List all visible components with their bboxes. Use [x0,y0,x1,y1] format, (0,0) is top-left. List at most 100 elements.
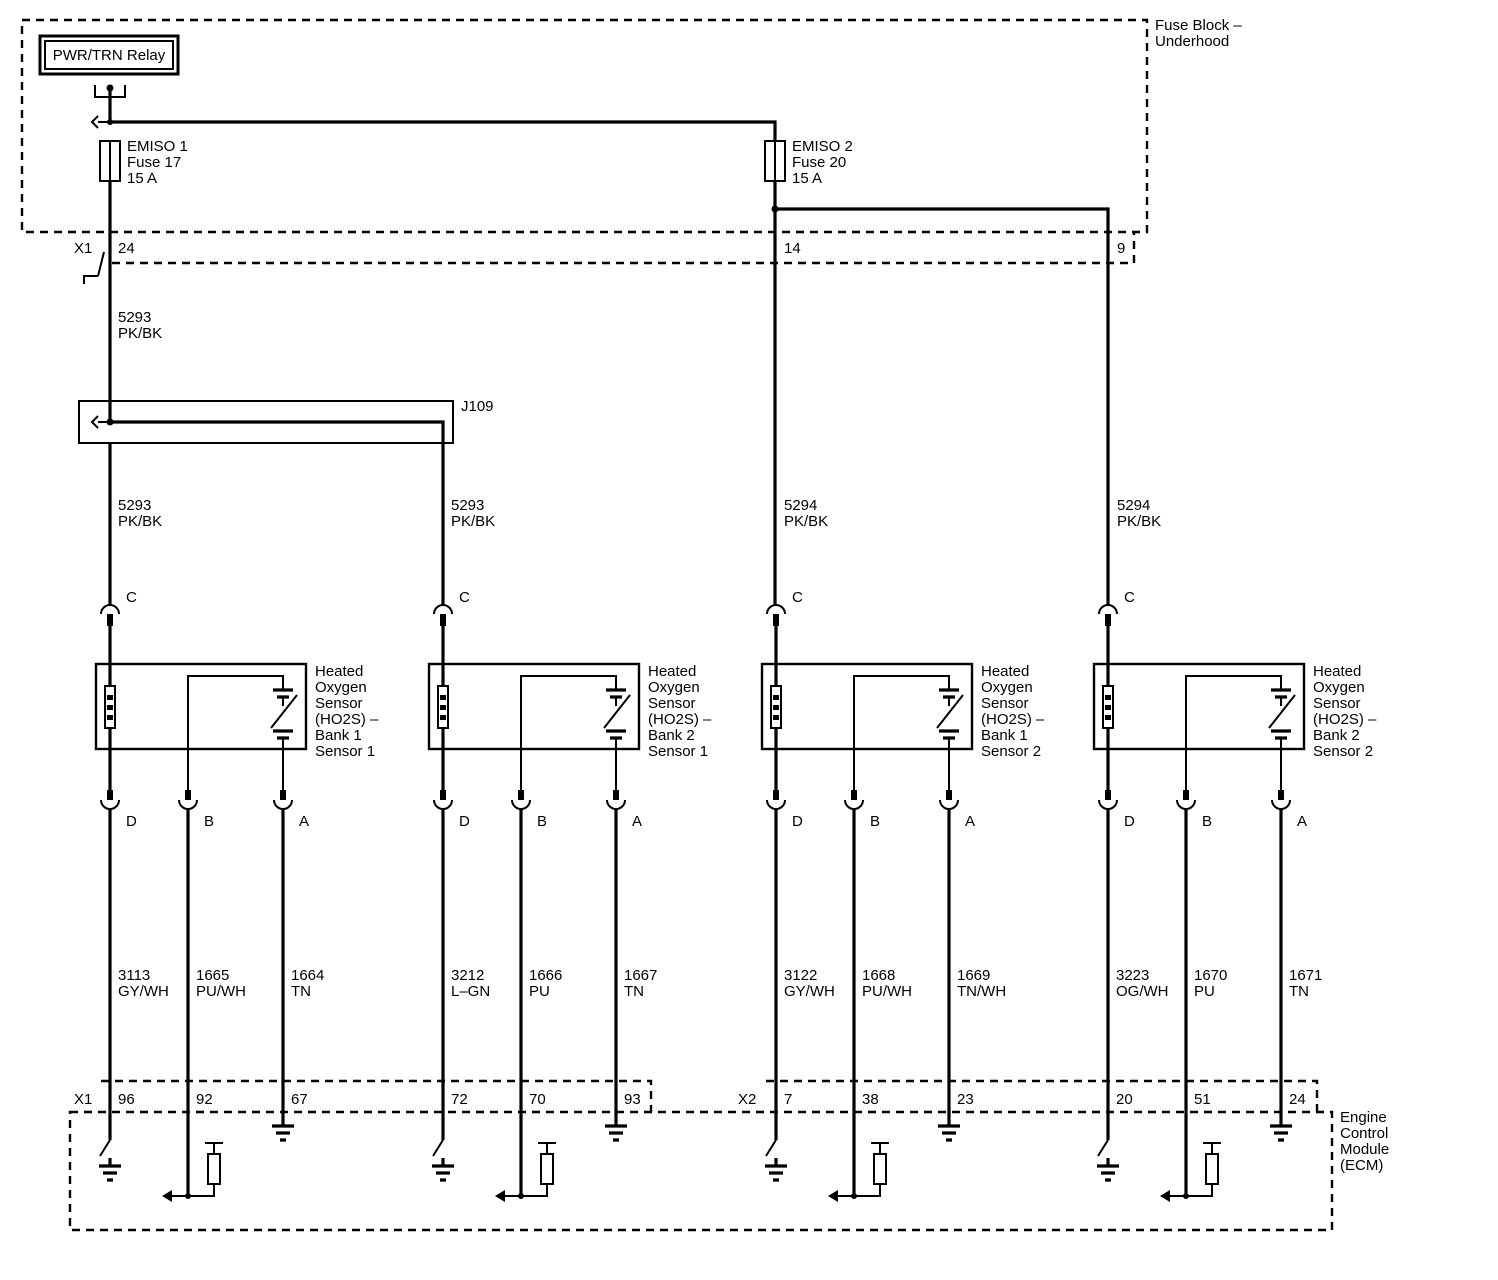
sensor-name-line: Oxygen [981,679,1033,696]
sensor-name-line: (HO2S) – [315,711,379,728]
fuse-1-line3: 15 A [127,170,157,187]
sensor-pin-label: B [1202,813,1212,830]
resistor-icon [540,1153,554,1185]
sensor-name-line: Bank 1 [981,727,1028,744]
splice-label: J109 [461,398,494,415]
feed-wire-3-circuit: 5294 [784,497,817,514]
connector-pin-icon [606,799,626,810]
wire-circuit-label: 1665 [196,967,229,984]
fuse-block-label-1: Fuse Block – [1155,17,1242,34]
sensor-pin-c-label: C [126,589,137,606]
ground-icon [1097,1158,1119,1182]
splice-j109 [78,400,454,606]
ecm-pin-label: 7 [784,1091,792,1108]
ecm-pin-label: 38 [862,1091,879,1108]
connector-pin-icon [178,799,198,810]
reference-icon [521,1142,556,1197]
ecm-pin-label: 93 [624,1091,641,1108]
ecm-boundary [68,1110,1334,1232]
sensor-pin-label: A [299,813,309,830]
signal-arrow-icon [828,1190,838,1202]
sensor-body [427,662,641,751]
ground-icon [272,1124,294,1142]
ground-icon [432,1158,454,1182]
sensor-name-line: Bank 2 [1313,727,1360,744]
sensor-body [760,662,974,751]
ecm-pin-label: 72 [451,1091,468,1108]
sensor-pin-label: D [459,813,470,830]
wire-color-label: PU/WH [862,983,912,1000]
connector-c-icon [100,604,120,615]
resistor-icon [873,1153,887,1185]
feed-wire-4-color: PK/BK [1117,513,1161,530]
ecm-pin-label: 96 [118,1091,135,1108]
ecm-connector-x1-name: X1 [74,1091,92,1108]
switch-icon [432,1139,444,1157]
wire-color-label: GY/WH [118,983,169,1000]
connector-pin-icon [1271,799,1291,810]
fuse-emiso-1 [99,140,121,182]
ecm-pin-label: 24 [1289,1091,1306,1108]
wire-color-label: PU/WH [196,983,246,1000]
wire-color-label: OG/WH [1116,983,1169,1000]
connector-pin-icon [844,799,864,810]
pin-c-terminal [1105,614,1111,626]
fuse-block-label-2: Underhood [1155,33,1229,50]
wire-circuit-label: 3113 [118,967,150,984]
sensor-name-line: Sensor [648,695,696,712]
sensor-name-line: Sensor 1 [648,743,708,760]
resistor-icon [207,1153,221,1185]
top-wire-color: PK/BK [118,325,162,342]
wire-color-label: TN/WH [957,983,1006,1000]
wire-circuit-label: 1671 [1289,967,1322,984]
wire-color-label: GY/WH [784,983,835,1000]
connector-c-icon [1098,604,1118,615]
feed-wire-2-circuit: 5293 [451,497,484,514]
fuse-block-pin-9: 9 [1117,240,1125,257]
fuse-2-line1: EMISO 2 [792,138,853,155]
fuse-block-pin-24: 24 [118,240,135,257]
connector-pin-icon [433,799,453,810]
wire-color-label: TN [291,983,311,1000]
wire-circuit-label: 1669 [957,967,990,984]
sensor-pin-label: D [126,813,137,830]
sensor-pin-label: B [870,813,880,830]
fuse-block-boundary [20,18,1149,265]
ecm-connector-x2 [766,1079,1319,1112]
wire-circuit-label: 1668 [862,967,895,984]
ground-icon [605,1124,627,1142]
sensor-body [94,662,308,751]
sensor-name-line: Heated [315,663,363,680]
fuse-block-pin-14: 14 [784,240,801,257]
sensor-name-line: Sensor [1313,695,1361,712]
fuse-2-line3: 15 A [792,170,822,187]
switch-icon [99,1139,111,1157]
signal-arrow-icon [162,1190,172,1202]
top-wire-circuit: 5293 [118,309,151,326]
sensor-pin-label: A [965,813,975,830]
reference-icon [1186,1142,1221,1197]
sensor-pin-label: B [537,813,547,830]
reference-icon [854,1142,889,1197]
fuse-2-line2: Fuse 20 [792,154,846,171]
sensor-name-line: (HO2S) – [1313,711,1377,728]
signal-arrow-icon [1160,1190,1170,1202]
sensor-name-line: Bank 2 [648,727,695,744]
ecm-pin-label: 51 [1194,1091,1211,1108]
fuse-1-line2: Fuse 17 [127,154,181,171]
sensor-name-line: Heated [648,663,696,680]
ecm-pin-label: 70 [529,1091,546,1108]
wire-circuit-label: 1666 [529,967,562,984]
ground-icon [99,1158,121,1182]
sensor-name-line: (HO2S) – [981,711,1045,728]
sensor-name-line: Oxygen [1313,679,1365,696]
sensor-pin-label: D [792,813,803,830]
sensor-name-line: Heated [981,663,1029,680]
feed-wire-3-color: PK/BK [784,513,828,530]
ecm-pin-label: 20 [1116,1091,1133,1108]
sensor-pin-label: A [632,813,642,830]
connector-pin-icon [939,799,959,810]
